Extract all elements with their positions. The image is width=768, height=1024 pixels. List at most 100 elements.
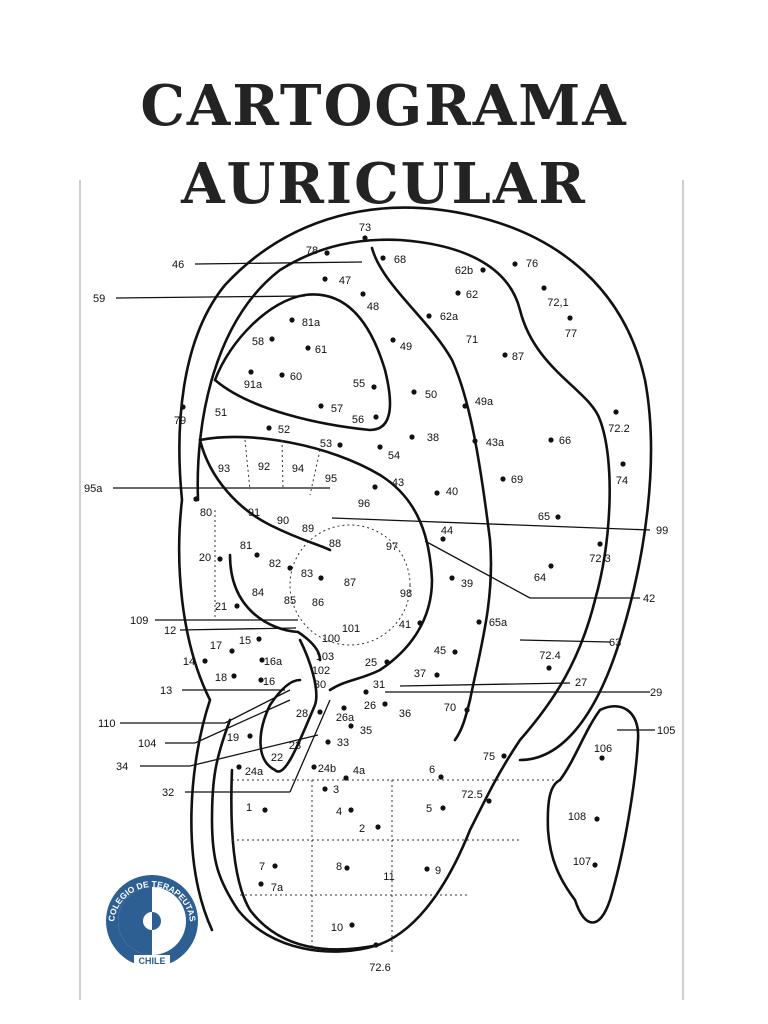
- point-dot: [348, 807, 354, 813]
- earlobe-outline: [230, 768, 380, 951]
- point-dot: [567, 315, 573, 321]
- point-label: 36: [399, 708, 411, 720]
- point-dot: [417, 620, 423, 626]
- point-dot: [262, 807, 268, 813]
- point-84: 84: [252, 587, 264, 599]
- point-dot: [480, 267, 486, 273]
- point-dot: [349, 922, 355, 928]
- point-label: 25: [365, 657, 377, 669]
- point-62a: 62a: [426, 311, 459, 323]
- callout-label-42: 42: [643, 593, 655, 605]
- point-label: 81a: [302, 317, 321, 329]
- point-dot: [597, 541, 603, 547]
- point-label: 49a: [475, 396, 494, 408]
- point-label: 7a: [271, 882, 284, 894]
- point-label: 50: [425, 389, 437, 401]
- point-label: 35: [360, 725, 372, 737]
- point-58: 58: [252, 336, 275, 348]
- point-dot: [272, 863, 278, 869]
- point-label: 31: [373, 679, 385, 691]
- point-label: 79: [174, 415, 186, 427]
- point-80: 80: [193, 496, 212, 519]
- point-102: 102: [312, 665, 330, 677]
- point-label: 72.2: [608, 423, 629, 435]
- point-label: 45: [434, 645, 446, 657]
- point-label: 103: [316, 651, 334, 663]
- region-dotted-lines: [214, 439, 555, 955]
- point-55: 55: [353, 378, 377, 390]
- point-dot: [541, 285, 547, 291]
- point-label: 6: [429, 764, 435, 776]
- point-3: 3: [322, 784, 339, 796]
- point-label: 77: [565, 328, 577, 340]
- point-label: 55: [353, 378, 365, 390]
- point-98: 98: [400, 588, 412, 600]
- point-61: 61: [305, 344, 327, 356]
- point-69: 69: [500, 474, 523, 486]
- point-label: 11: [383, 871, 394, 883]
- point-label: 28: [296, 708, 308, 720]
- point-94: 94: [292, 463, 304, 475]
- point-label: 80: [200, 507, 212, 519]
- point-96: 96: [358, 498, 370, 510]
- point-83: 83: [301, 568, 324, 581]
- point-dot: [258, 881, 264, 887]
- point-78: 78: [306, 245, 330, 257]
- point-label: 82: [269, 558, 281, 570]
- point-25: 25: [365, 657, 390, 669]
- point-dot: [348, 723, 354, 729]
- point-label: 20: [199, 552, 211, 564]
- point-label: 56: [352, 414, 364, 426]
- point-74: 74: [616, 461, 628, 487]
- point-dot: [363, 689, 369, 695]
- point-107: 107: [573, 856, 598, 868]
- point-label: 61: [315, 344, 327, 356]
- point-73: 73: [359, 222, 371, 241]
- point-101: 101: [342, 623, 360, 635]
- point-dot: [594, 816, 600, 822]
- point-label: 52: [278, 424, 290, 436]
- point-label: 72.3: [589, 553, 610, 565]
- point-16: 16: [258, 676, 275, 688]
- antihelix-inner-outline: [228, 553, 322, 662]
- point-44: 44: [440, 525, 453, 542]
- point-88: 88: [329, 538, 341, 550]
- point-label: 30: [314, 679, 326, 691]
- point-label: 95: [325, 473, 337, 485]
- point-dot: [236, 764, 242, 770]
- point-label: 92: [258, 461, 270, 473]
- point-72.6: 72.6: [369, 942, 391, 974]
- point-9: 9: [424, 865, 441, 877]
- page-title-line-1: CARTOGRAMA: [140, 72, 628, 139]
- point-87b: 87: [344, 577, 356, 589]
- point-7a: 7a: [258, 881, 284, 894]
- callout-labels: 46 59 95a 109 12 13 110 104 34 32 99 42 …: [84, 259, 675, 799]
- point-56: 56: [352, 414, 379, 426]
- point-label: 37: [414, 668, 426, 680]
- point-dot: [476, 619, 482, 625]
- point-label: 5: [426, 803, 432, 815]
- point-label: 102: [312, 665, 330, 677]
- point-dot: [193, 496, 199, 502]
- point-dot: [599, 755, 605, 761]
- point-dot: [360, 291, 366, 297]
- point-66: 66: [548, 435, 571, 447]
- point-label: 75: [483, 751, 495, 763]
- point-dot: [438, 774, 444, 780]
- point-1: 1: [246, 802, 268, 814]
- point-11: 11: [383, 871, 394, 883]
- callout-label-32: 32: [162, 787, 174, 799]
- point-dot: [343, 775, 349, 781]
- point-100: 100: [322, 633, 340, 645]
- ear-outlines: [177, 206, 653, 953]
- point-dot: [372, 484, 378, 490]
- point-72,1: 72,1: [541, 285, 569, 309]
- callout-label-109: 109: [130, 615, 148, 627]
- point-label: 8: [336, 861, 342, 873]
- point-dot: [373, 414, 379, 420]
- point-95: 95: [325, 473, 337, 485]
- point-dot: [426, 313, 432, 319]
- point-31: 31: [363, 679, 385, 695]
- point-dot: [434, 490, 440, 496]
- point-dot: [440, 536, 446, 542]
